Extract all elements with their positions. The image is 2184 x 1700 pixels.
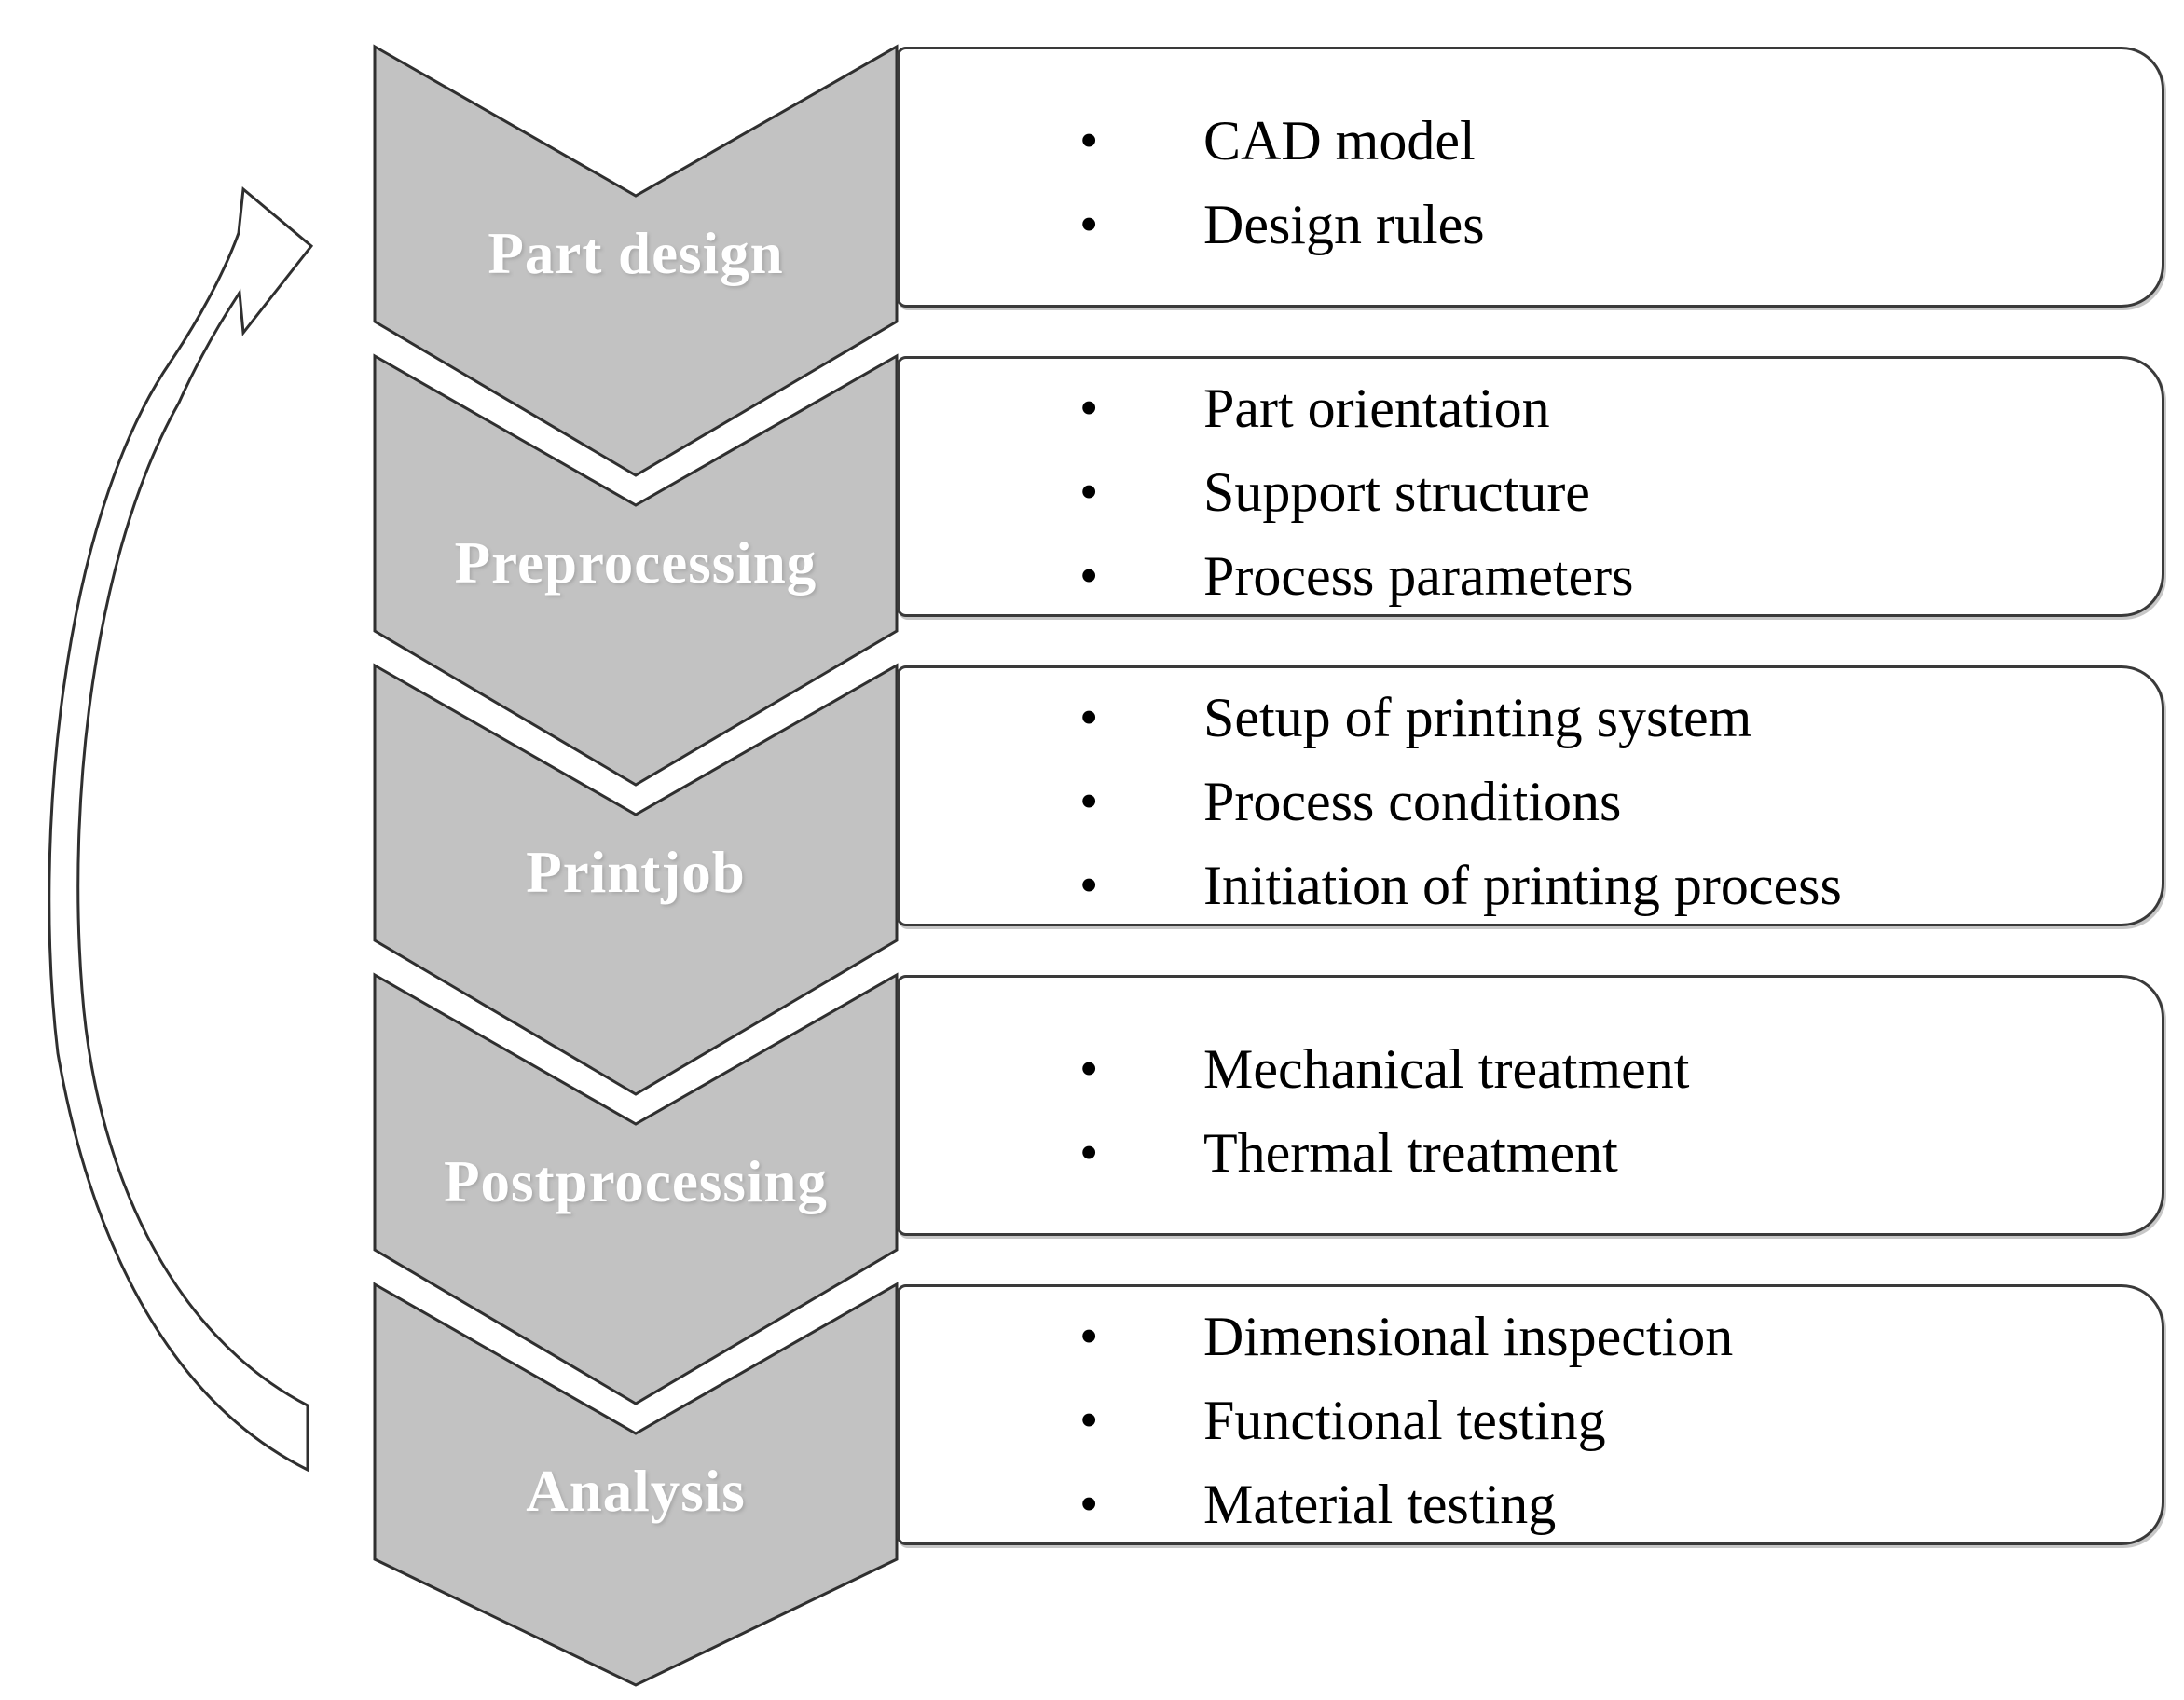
list-item-text: Dimensional inspection [1203, 1306, 1734, 1367]
bullet-icon: • [1079, 1306, 1099, 1366]
list-item-text: Process parameters [1203, 545, 1634, 607]
step-label-part-design: Part design [488, 221, 784, 286]
details-box-preprocessing: • Part orientation • Support structure •… [897, 356, 2164, 617]
bullet-icon: • [1079, 771, 1099, 831]
bullet-icon: • [1079, 1474, 1099, 1534]
list-item: • Process conditions [1079, 760, 2134, 843]
step-label-postprocessing: Postprocessing [444, 1149, 828, 1214]
chevron-postprocessing-icon [373, 972, 899, 1405]
feedback-arrow-path [48, 186, 314, 1473]
list-item-text: Setup of printing system [1203, 687, 1752, 748]
list-item: • Design rules [1079, 183, 2134, 267]
list-item-text: Initiation of printing process [1203, 855, 1842, 916]
chevron-analysis-icon [373, 1282, 899, 1687]
step-label-preprocessing: Preprocessing [454, 530, 817, 596]
list-item: • CAD model [1079, 99, 2134, 183]
list-item-text: Functional testing [1203, 1390, 1606, 1451]
chevron-printjob-icon [373, 663, 899, 1096]
bullet-icon: • [1079, 687, 1099, 747]
details-box-postprocessing: • Mechanical treatment • Thermal treatme… [897, 975, 2164, 1236]
list-item: • Setup of printing system [1079, 676, 2134, 760]
list-item-text: Thermal treatment [1203, 1122, 1618, 1184]
details-box-analysis: • Dimensional inspection • Functional te… [897, 1284, 2164, 1545]
list-item-text: Mechanical treatment [1203, 1038, 1690, 1100]
details-box-part-design: • CAD model • Design rules [897, 47, 2164, 308]
list-item-text: Support structure [1203, 461, 1590, 523]
list-item: • Support structure [1079, 450, 2134, 534]
feedback-arrow-icon [48, 186, 314, 1473]
chevron-part-design-icon [373, 44, 899, 477]
bullet-icon: • [1079, 855, 1099, 915]
bullet-icon: • [1079, 1038, 1099, 1099]
list-item-text: Design rules [1203, 194, 1485, 255]
list-item: • Mechanical treatment [1079, 1027, 2134, 1111]
list-item-text: Process conditions [1203, 771, 1622, 832]
bullet-icon: • [1079, 1390, 1099, 1450]
list-item: • Process parameters [1079, 534, 2134, 618]
chevron-shape [373, 44, 899, 477]
list-item-text: Part orientation [1203, 377, 1550, 439]
list-item: • Dimensional inspection [1079, 1295, 2134, 1378]
list-item: • Initiation of printing process [1079, 843, 2134, 927]
list-item: • Functional testing [1079, 1378, 2134, 1462]
bullet-icon: • [1079, 545, 1099, 606]
details-box-printjob: • Setup of printing system • Process con… [897, 665, 2164, 926]
list-item-text: CAD model [1203, 110, 1476, 171]
step-label-analysis: Analysis [526, 1459, 746, 1524]
chevron-preprocessing-icon [373, 353, 899, 787]
chevron-shape [373, 353, 899, 787]
bullet-icon: • [1079, 1122, 1099, 1183]
bullet-icon: • [1079, 377, 1099, 438]
bullet-icon: • [1079, 461, 1099, 522]
chevron-shape [373, 663, 899, 1096]
step-label-printjob: Printjob [526, 840, 746, 905]
bullet-icon: • [1079, 110, 1099, 171]
list-item-text: Material testing [1203, 1474, 1557, 1535]
list-item: • Thermal treatment [1079, 1111, 2134, 1195]
list-item: • Part orientation [1079, 366, 2134, 450]
chevron-shape [373, 1282, 899, 1687]
bullet-icon: • [1079, 194, 1099, 254]
chevron-shape [373, 972, 899, 1405]
list-item: • Material testing [1079, 1462, 2134, 1546]
